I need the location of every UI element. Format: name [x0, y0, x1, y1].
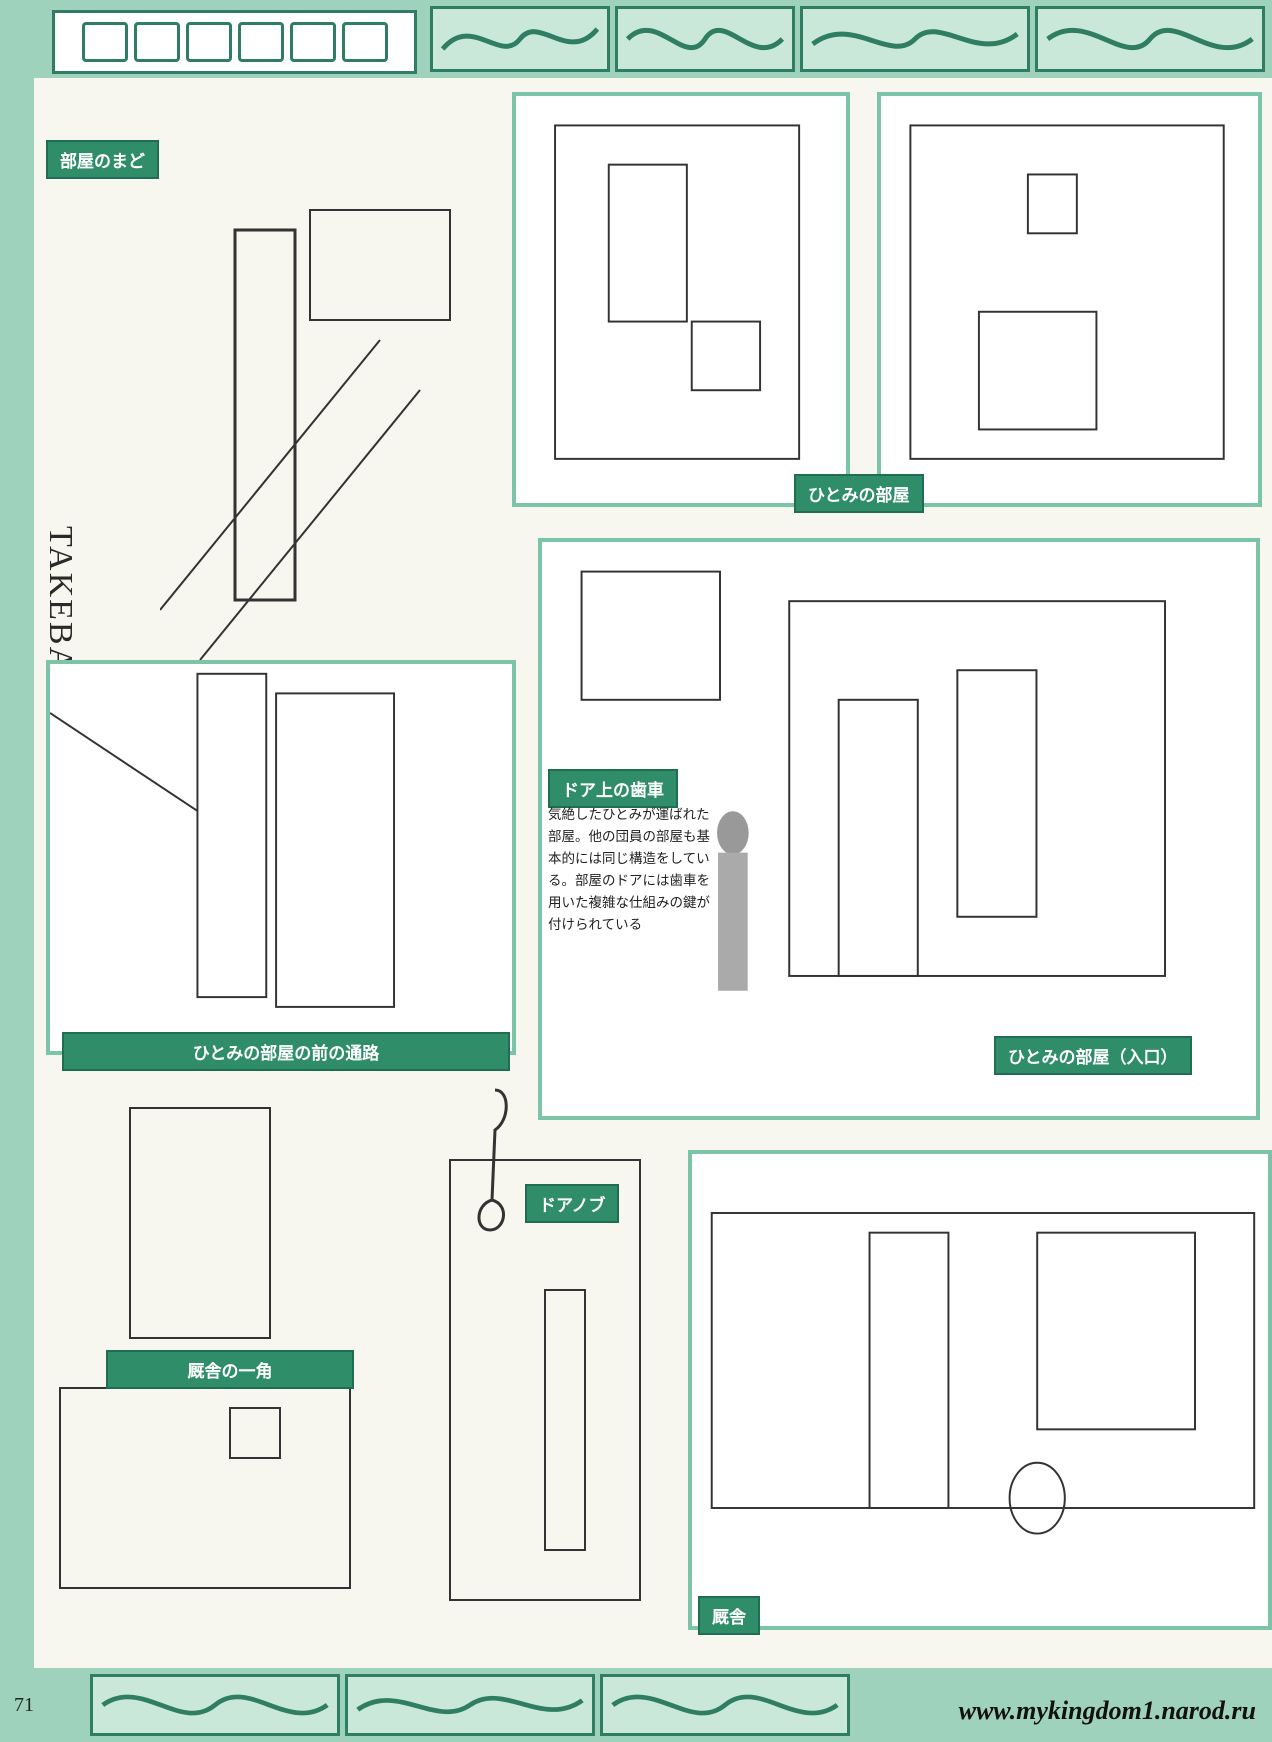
caption-corridor: ひとみの部屋の前の通路: [62, 1032, 510, 1071]
page-number: 71: [14, 1694, 34, 1716]
caption-heya-no-mado: 部屋のまど: [46, 140, 159, 179]
door-knob-sketch: [470, 1080, 520, 1240]
scroll-ornament-icon: [800, 6, 1030, 72]
corridor-panel: [46, 660, 516, 1055]
window-sketch-panel: [160, 110, 490, 660]
hitomi-room-sketch-1: [512, 92, 850, 507]
stable-corner-panel: [50, 1088, 355, 1598]
caption-door-knob: ドアノブ: [525, 1184, 620, 1223]
stable-corridor-panel: [440, 1140, 650, 1630]
title-glyphs: [81, 22, 388, 62]
scroll-ornament-icon: [90, 1674, 340, 1736]
stable-panel: [688, 1150, 1272, 1630]
caption-stable-corner: 厩舎の一角: [106, 1350, 354, 1389]
scroll-ornament-icon: [345, 1674, 595, 1736]
scroll-ornament-icon: [615, 6, 795, 72]
room-description: 気絶したひとみが運ばれた部屋。他の団員の部屋も基本的には同じ構造をしている。部屋…: [548, 807, 710, 933]
scroll-ornament-icon: [600, 1674, 850, 1736]
scroll-ornament-icon: [430, 6, 610, 72]
caption-gear-above-door: ドア上の歯車: [548, 769, 678, 808]
caption-hitomi-room: ひとみの部屋: [794, 474, 924, 513]
left-ornament-band: [0, 78, 34, 1668]
caption-hitomi-room-entrance: ひとみの部屋（入口）: [994, 1036, 1192, 1075]
caption-stable: 厩舎: [698, 1596, 760, 1635]
room-entrance-panel: [538, 538, 1260, 1120]
scroll-ornament-icon: [1035, 6, 1265, 72]
title-lettering-icon: [52, 10, 417, 74]
site-url[interactable]: www.mykingdom1.narod.ru: [958, 1696, 1256, 1725]
hitomi-room-sketch-2: [877, 92, 1262, 507]
